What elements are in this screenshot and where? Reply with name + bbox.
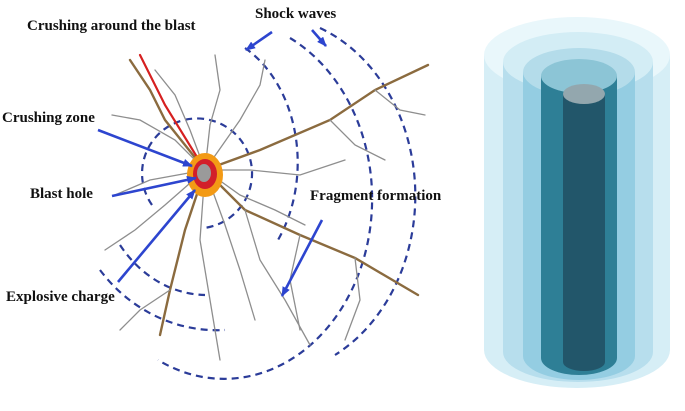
crack-gray bbox=[111, 114, 206, 171]
cylinder-core-top bbox=[563, 84, 605, 104]
crack-gray bbox=[204, 169, 256, 321]
crack-gray bbox=[204, 169, 306, 226]
arrow-explosive-charge bbox=[117, 189, 196, 283]
crack-gray bbox=[154, 69, 206, 171]
crack-gray bbox=[204, 54, 221, 171]
shock-wave-arc-far bbox=[99, 27, 417, 356]
cylinder-layer-inner-top bbox=[541, 59, 617, 93]
label-blast-hole: Blast hole bbox=[30, 186, 93, 202]
crack-red bbox=[138, 53, 207, 172]
cylinder-model bbox=[484, 17, 670, 388]
crack-gray bbox=[329, 119, 386, 161]
arrow-shock-wave-right bbox=[311, 29, 327, 47]
cylinder-core bbox=[563, 94, 605, 371]
arrow-blast-hole bbox=[111, 175, 197, 198]
blast-hole-assembly bbox=[187, 153, 223, 197]
crack-brown bbox=[128, 58, 207, 172]
crack-gray bbox=[104, 169, 206, 251]
crack-gray bbox=[119, 289, 171, 331]
label-shock-waves: Shock waves bbox=[255, 6, 337, 22]
blast-hole-core bbox=[197, 164, 211, 182]
crack-gray bbox=[204, 59, 266, 171]
label-crushing-zone: Crushing zone bbox=[2, 110, 95, 126]
crack-gray bbox=[244, 209, 311, 346]
crack-gray bbox=[289, 234, 301, 331]
arrow-fragment-formation bbox=[280, 219, 324, 297]
label-explosive-charge: Explosive charge bbox=[6, 289, 115, 305]
arrow-shock-wave-left bbox=[245, 30, 273, 52]
crack-brown bbox=[158, 168, 207, 337]
arrow-crushing-zone bbox=[97, 128, 193, 168]
crack-gray bbox=[344, 257, 361, 341]
label-fragment-formation: Fragment formation bbox=[310, 188, 442, 204]
label-crushing-around-blast: Crushing around the blast bbox=[27, 18, 196, 34]
crack-gray bbox=[204, 159, 346, 176]
crack-brown bbox=[203, 63, 430, 172]
crack-gray bbox=[374, 89, 426, 116]
shock-wave-arc-outer bbox=[157, 37, 374, 380]
crack-gray bbox=[199, 169, 221, 361]
crack-network bbox=[104, 53, 430, 361]
pointer-arrows bbox=[97, 29, 327, 297]
crack-gray bbox=[114, 169, 206, 196]
